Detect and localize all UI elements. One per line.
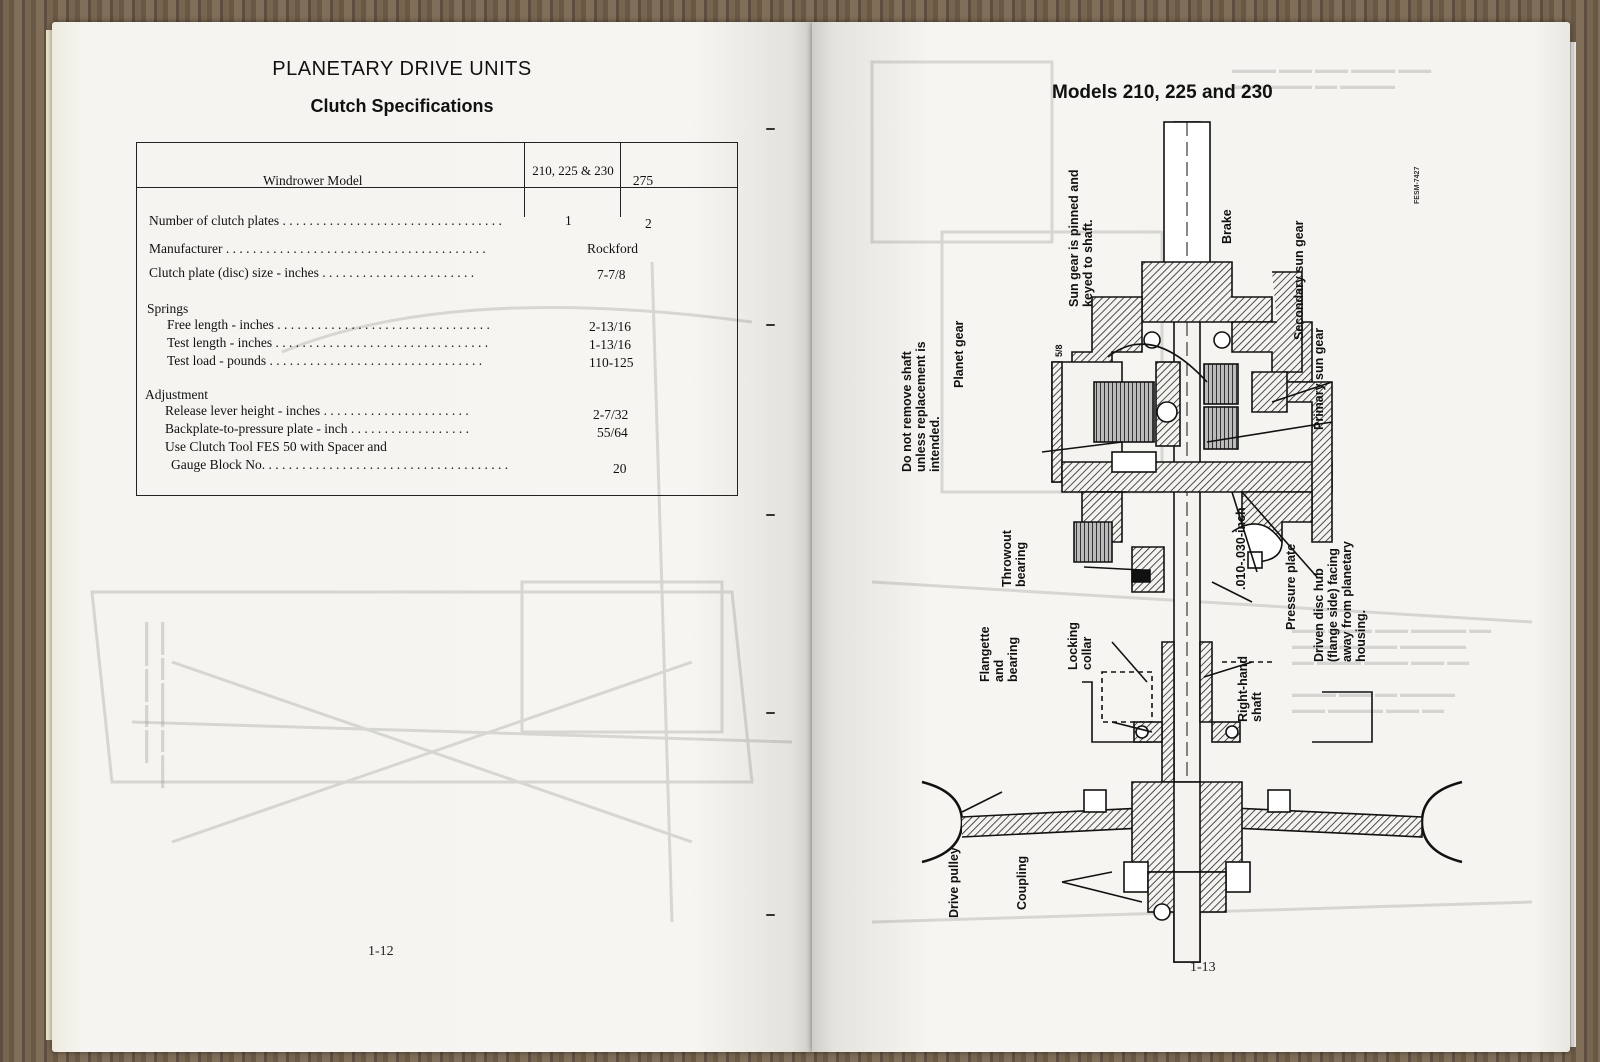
row-label: Release lever height - inches . . . . . … (165, 403, 469, 418)
column-divider (620, 143, 621, 217)
callout-coupling: Coupling (1015, 855, 1029, 910)
header-windrower-model: Windrower Model (263, 173, 363, 188)
bleed-through-text: ▬▬▬ ▬▬▬▬ ▬▬▬ ▬▬▬▬▬ ▬▬▬▬▬▬ ▬▬ ▬▬▬ ▬▬▬▬▬▬▬… (1292, 624, 1492, 716)
row-label: Clutch plate (disc) size - inches . . . … (149, 265, 475, 280)
section-subtitle: Clutch Specifications (310, 96, 494, 116)
figure-title: Models 210, 225 and 230 (1052, 82, 1273, 103)
row-value-shared: 7-7/8 (597, 267, 626, 282)
right-page: ▬▬▬▬ ▬▬▬ ▬▬▬ ▬▬▬▬ ▬▬▬▬▬▬ ▬▬▬▬ ▬▬ ▬▬▬▬▬ ▬… (812, 22, 1570, 1052)
row-label: Use Clutch Tool FES 50 with Spacer and (165, 439, 387, 454)
row-value-shared: 20 (613, 461, 627, 476)
punch-mark (766, 514, 775, 516)
header-model-210-225-230: 210, 225 & 230 (532, 163, 614, 178)
punch-mark (766, 914, 775, 916)
clutch-spec-table: Windrower Model 210, 225 & 230 275 Numbe… (136, 142, 738, 496)
row-value-col2: 2 (645, 216, 652, 231)
callout-pressure-plate: Pressure plate (1284, 543, 1298, 630)
callout-brake: Brake (1220, 209, 1234, 244)
open-manual: ▬▬▬ ▬▬ ▬▬▬▬ ▬▬ ▬▬▬▬▬▬▬ ▬▬▬ ▬▬ ▬▬▬ PLANET… (46, 22, 1576, 1052)
row-label: Gauge Block No. . . . . . . . . . . . . … (171, 457, 511, 472)
page-title: PLANETARY DRIVE UNITS (272, 58, 532, 80)
row-value-shared: 110-125 (589, 355, 634, 370)
row-value-shared: 2-7/32 (593, 407, 629, 422)
row-label: Test length - inches . . . . . . . . . .… (167, 335, 489, 350)
callout-planet-gear: Planet gear (952, 320, 966, 388)
punch-mark (766, 128, 775, 130)
row-value-col1: 1 (565, 213, 572, 228)
callout-sun-gear: Sun gear is pinned and keyed to shaft. (1067, 169, 1095, 307)
punch-mark (766, 712, 775, 714)
page-number: 1-12 (368, 944, 394, 959)
bleed-through-text: ▬▬▬ ▬▬ ▬▬▬▬ ▬▬ ▬▬▬▬▬▬▬ ▬▬▬ ▬▬ ▬▬▬ (142, 622, 170, 789)
callout-throwout-bearing: Throwout bearing (1000, 530, 1028, 587)
table-header-row (137, 143, 737, 188)
callout-primary-sun-gear: Primary sun gear (1312, 327, 1326, 430)
header-model-275: 275 (632, 173, 654, 188)
callout-right-hand-shaft: Right-hand shaft (1236, 656, 1264, 722)
row-label: Test load - pounds . . . . . . . . . . .… (167, 353, 483, 368)
group-label-adjustment: Adjustment (145, 387, 208, 402)
row-label: Manufacturer . . . . . . . . . . . . . .… (149, 241, 486, 256)
callout-driven-disc-hub: Driven disc hub (flange side) facing awa… (1312, 541, 1368, 662)
page-number: 1-13 (1190, 960, 1216, 975)
callout-drive-pulley: Drive pulley (947, 847, 961, 918)
left-page-edge (46, 30, 54, 1040)
callout-locking-collar: Locking collar (1066, 622, 1094, 670)
callout-do-not-remove: Do not remove shaft unless replacement i… (900, 341, 942, 472)
row-label: Backplate-to-pressure plate - inch . . .… (165, 421, 470, 436)
row-value-shared: 2-13/16 (589, 319, 631, 334)
callout-flangette-and-bearing: Flangette and bearing (978, 626, 1020, 682)
fraction-mark: 5/8 (1054, 344, 1064, 357)
row-label: Free length - inches . . . . . . . . . .… (167, 317, 490, 332)
column-divider (524, 143, 525, 217)
planetary-drive-cross-section (921, 121, 1463, 963)
row-value-shared: Rockford (587, 241, 638, 256)
left-page: ▬▬▬ ▬▬ ▬▬▬▬ ▬▬ ▬▬▬▬▬▬▬ ▬▬▬ ▬▬ ▬▬▬ PLANET… (52, 22, 812, 1052)
bleed-through-text: ▬▬▬▬ ▬▬▬ ▬▬▬ ▬▬▬▬ ▬▬▬▬▬▬ ▬▬▬▬ ▬▬ ▬▬▬▬▬ (1232, 64, 1432, 92)
row-label: Number of clutch plates . . . . . . . . … (149, 213, 502, 228)
row-value-shared: 55/64 (597, 425, 628, 440)
callout-clearance: .010-.030-inch (1234, 507, 1248, 590)
group-label-springs: Springs (147, 301, 189, 316)
punch-mark (766, 324, 775, 326)
row-value-shared: 1-13/16 (589, 337, 631, 352)
bleed-through-drawing (90, 261, 793, 923)
callout-secondary-sun-gear: Secondary sun gear (1292, 220, 1306, 341)
